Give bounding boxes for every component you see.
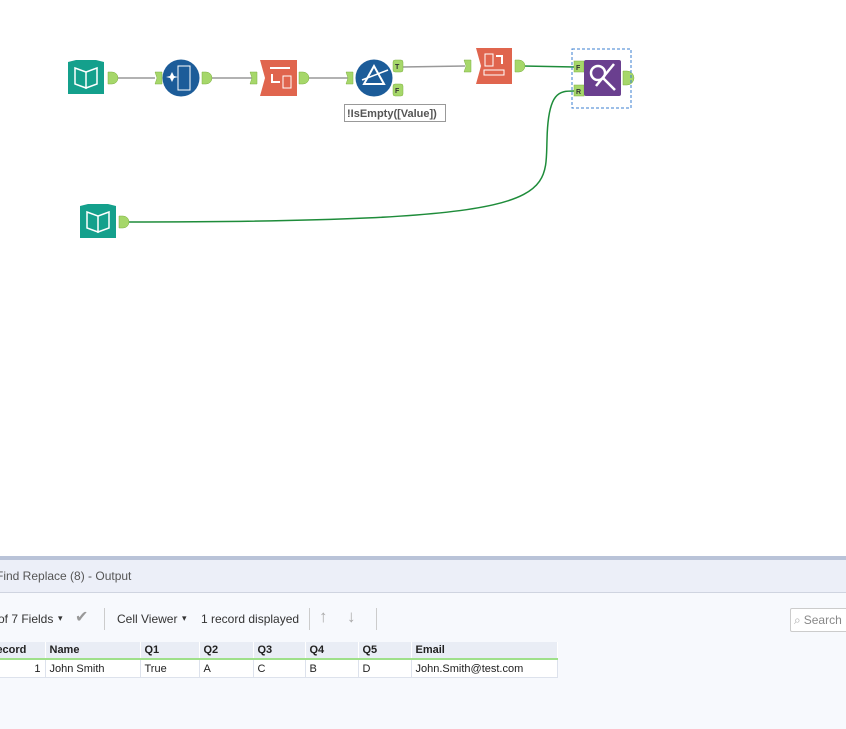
column-header[interactable]: Email xyxy=(411,642,558,660)
column-header[interactable]: Name xyxy=(45,642,141,660)
connection xyxy=(126,90,576,223)
column-header[interactable]: Q5 xyxy=(358,642,412,660)
results-title: Find Replace (8) - Output xyxy=(0,560,846,593)
results-table: Record Name Q1 Q2 Q3 Q4 Q5 Email 1 John … xyxy=(0,642,558,678)
connection xyxy=(401,65,466,68)
fields-dropdown[interactable]: of 7 Fields xyxy=(0,612,54,626)
record-count: 1 record displayed xyxy=(201,612,300,626)
find-replace-icon[interactable] xyxy=(584,60,621,96)
chevron-down-icon[interactable]: ▾ xyxy=(58,613,63,623)
column-header[interactable]: Q2 xyxy=(199,642,254,660)
results-panel: Find Replace (8) - Output of 7 Fields ▾ … xyxy=(0,556,846,729)
input-book-icon[interactable] xyxy=(68,60,104,94)
cell-viewer-dropdown[interactable]: Cell Viewer xyxy=(117,612,178,626)
column-header[interactable]: Record xyxy=(0,642,46,660)
true-anchor-label: T xyxy=(395,64,400,71)
table-header-row: Record Name Q1 Q2 Q3 Q4 Q5 Email xyxy=(0,642,558,660)
arrow-down-icon[interactable]: ↓ xyxy=(347,607,356,626)
arrow-up-icon[interactable]: ↑ xyxy=(319,607,328,626)
column-header[interactable]: Q4 xyxy=(305,642,359,660)
chevron-down-icon[interactable]: ▾ xyxy=(182,613,187,623)
check-icon[interactable]: ✔ xyxy=(75,609,89,626)
results-toolbar: of 7 Fields ▾ ✔ Cell Viewer ▾ 1 record d… xyxy=(0,598,846,640)
transpose-icon[interactable] xyxy=(260,60,297,96)
selection-box xyxy=(571,48,632,109)
filter-annotation: !IsEmpty([Value]) xyxy=(344,104,446,122)
search-icon: ⌕ xyxy=(794,613,801,627)
false-anchor-label: F xyxy=(395,88,400,95)
column-header[interactable]: Q3 xyxy=(253,642,306,660)
input-book-icon[interactable] xyxy=(80,204,116,238)
workflow-canvas[interactable]: T F F R xyxy=(0,0,846,550)
column-header[interactable]: Q1 xyxy=(140,642,200,660)
find-anchor-label: F xyxy=(576,65,581,72)
connection xyxy=(522,65,576,68)
cleanse-icon[interactable] xyxy=(162,59,200,97)
filter-icon[interactable] xyxy=(355,59,393,97)
search-input[interactable]: ⌕Search xyxy=(790,608,846,632)
replace-anchor-label: R xyxy=(576,89,581,96)
crosstab-icon[interactable] xyxy=(476,48,512,84)
table-row[interactable]: 1 John Smith True A C B D John.Smith@tes… xyxy=(0,658,558,678)
